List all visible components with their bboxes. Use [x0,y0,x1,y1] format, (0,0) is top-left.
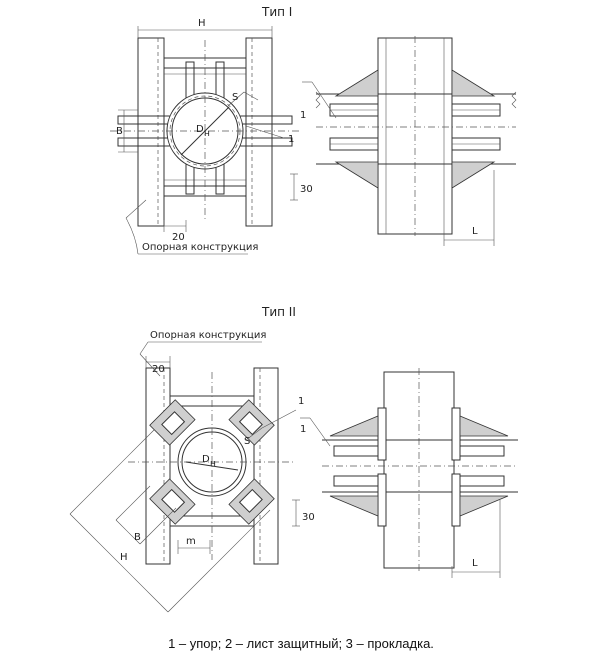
type1-dim-s-label: S [232,92,238,103]
type1-support-label: Опорная конструкция [142,242,258,253]
type1-dim-30-label: 30 [300,184,313,195]
type2-title: Тип II [261,305,296,319]
type2-diameter-label: D [202,454,210,465]
type2-dim-20-label: 20 [152,364,165,375]
type1-title: Тип I [261,5,292,19]
type2-plan-view [69,341,300,613]
type1-diameter-label: D [196,124,204,135]
type2-dim-m-label: m [186,536,196,547]
type2-diameter-sub: н [210,459,216,469]
type2-support-label: Опорная конструкция [150,330,266,341]
type2-dim-h-label: H [120,552,128,563]
type1-side-callout-1: 1 [300,110,306,121]
type2-side-view [300,368,518,578]
type1-diameter-sub: н [204,129,210,139]
type1-callout-1: 1 [288,134,294,145]
type2-dim-b-label: B [134,532,141,543]
type1-dim-l-label: L [472,226,478,237]
type2-side-callout-1: 1 [300,424,306,435]
legend-caption: 1 – упор; 2 – лист защитный; 3 – проклад… [168,636,434,651]
type2-dim-l-label: L [472,558,478,569]
type1-plan-view [110,26,300,255]
type2-callout-1: 1 [298,396,304,407]
type1-side-view [302,36,517,246]
type2-dim-s-label: S [244,436,250,447]
type1-dim-h-label: H [198,18,206,29]
type1-dim-b-label: B [116,126,123,137]
type1-dim-20-label: 20 [172,232,185,243]
type2-dim-30-label: 30 [302,512,315,523]
